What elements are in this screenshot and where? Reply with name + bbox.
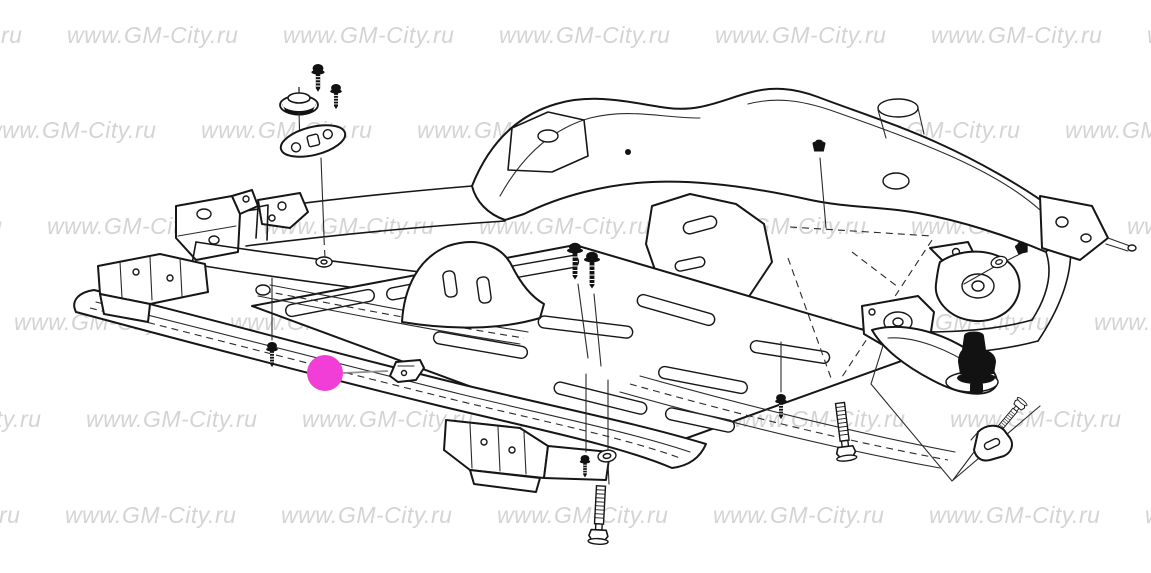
- watermark-text: www.GM-City.ru: [0, 117, 156, 143]
- watermark-text: www.GM-City.ru: [0, 502, 20, 528]
- part-subframe-crossmember: [175, 87, 1137, 356]
- highlighted-clip-part: [389, 359, 425, 383]
- watermark-text: www.GM-City.ru: [713, 502, 884, 528]
- watermark-text: www.GM-City.ru: [715, 22, 886, 48]
- part-upper-mount: [279, 63, 347, 259]
- rubber-mount-grommet: [279, 86, 319, 117]
- watermark-text: www.GM-City.ru: [1145, 502, 1151, 528]
- part-front-bumper-reinforcement: [73, 253, 707, 493]
- watermark-text: www.GM-City.ru: [1094, 309, 1151, 335]
- watermark-text: www.GM-City.ru: [0, 213, 2, 239]
- watermark-text: www.GM-City.ru: [86, 406, 257, 432]
- fasteners: [265, 139, 858, 546]
- watermark-text: www.GM-City.ru: [67, 22, 238, 48]
- part-skid-plate: [251, 241, 956, 469]
- mount-screw-1: [310, 63, 326, 93]
- watermark-text: www.GM-City.ru: [929, 502, 1100, 528]
- ball-joint: [945, 331, 999, 394]
- watermark-text: www.GM-City.ru: [499, 22, 670, 48]
- skid-plate-slots: [285, 254, 831, 433]
- watermark-text: www.GM-City.ru: [497, 502, 668, 528]
- upper-mount-bracket: [279, 124, 347, 158]
- retainer-clip: [970, 424, 1013, 462]
- mount-screw-2: [329, 83, 343, 110]
- watermark-text: www.GM-City.ru: [1147, 22, 1151, 48]
- watermark-text: www.GM-City.ru: [302, 406, 473, 432]
- watermark-text: www.GM-City.ru: [931, 22, 1102, 48]
- watermark-text: www.GM-City.ru: [0, 406, 41, 432]
- watermark-text: www.GM-City.ru: [1065, 117, 1151, 143]
- watermark-text: www.GM-City.ru: [1127, 213, 1151, 239]
- watermark-text: www.GM-City.ru: [281, 502, 452, 528]
- highlighted-part-marker[interactable]: [307, 355, 343, 391]
- watermark-text: www.GM-City.ru: [0, 22, 22, 48]
- highlight-leader-line: [342, 370, 389, 374]
- part-lower-control-arm: [787, 226, 1041, 482]
- watermark-text: www.GM-City.ru: [65, 502, 236, 528]
- watermark-text: www.GM-City.ru: [283, 22, 454, 48]
